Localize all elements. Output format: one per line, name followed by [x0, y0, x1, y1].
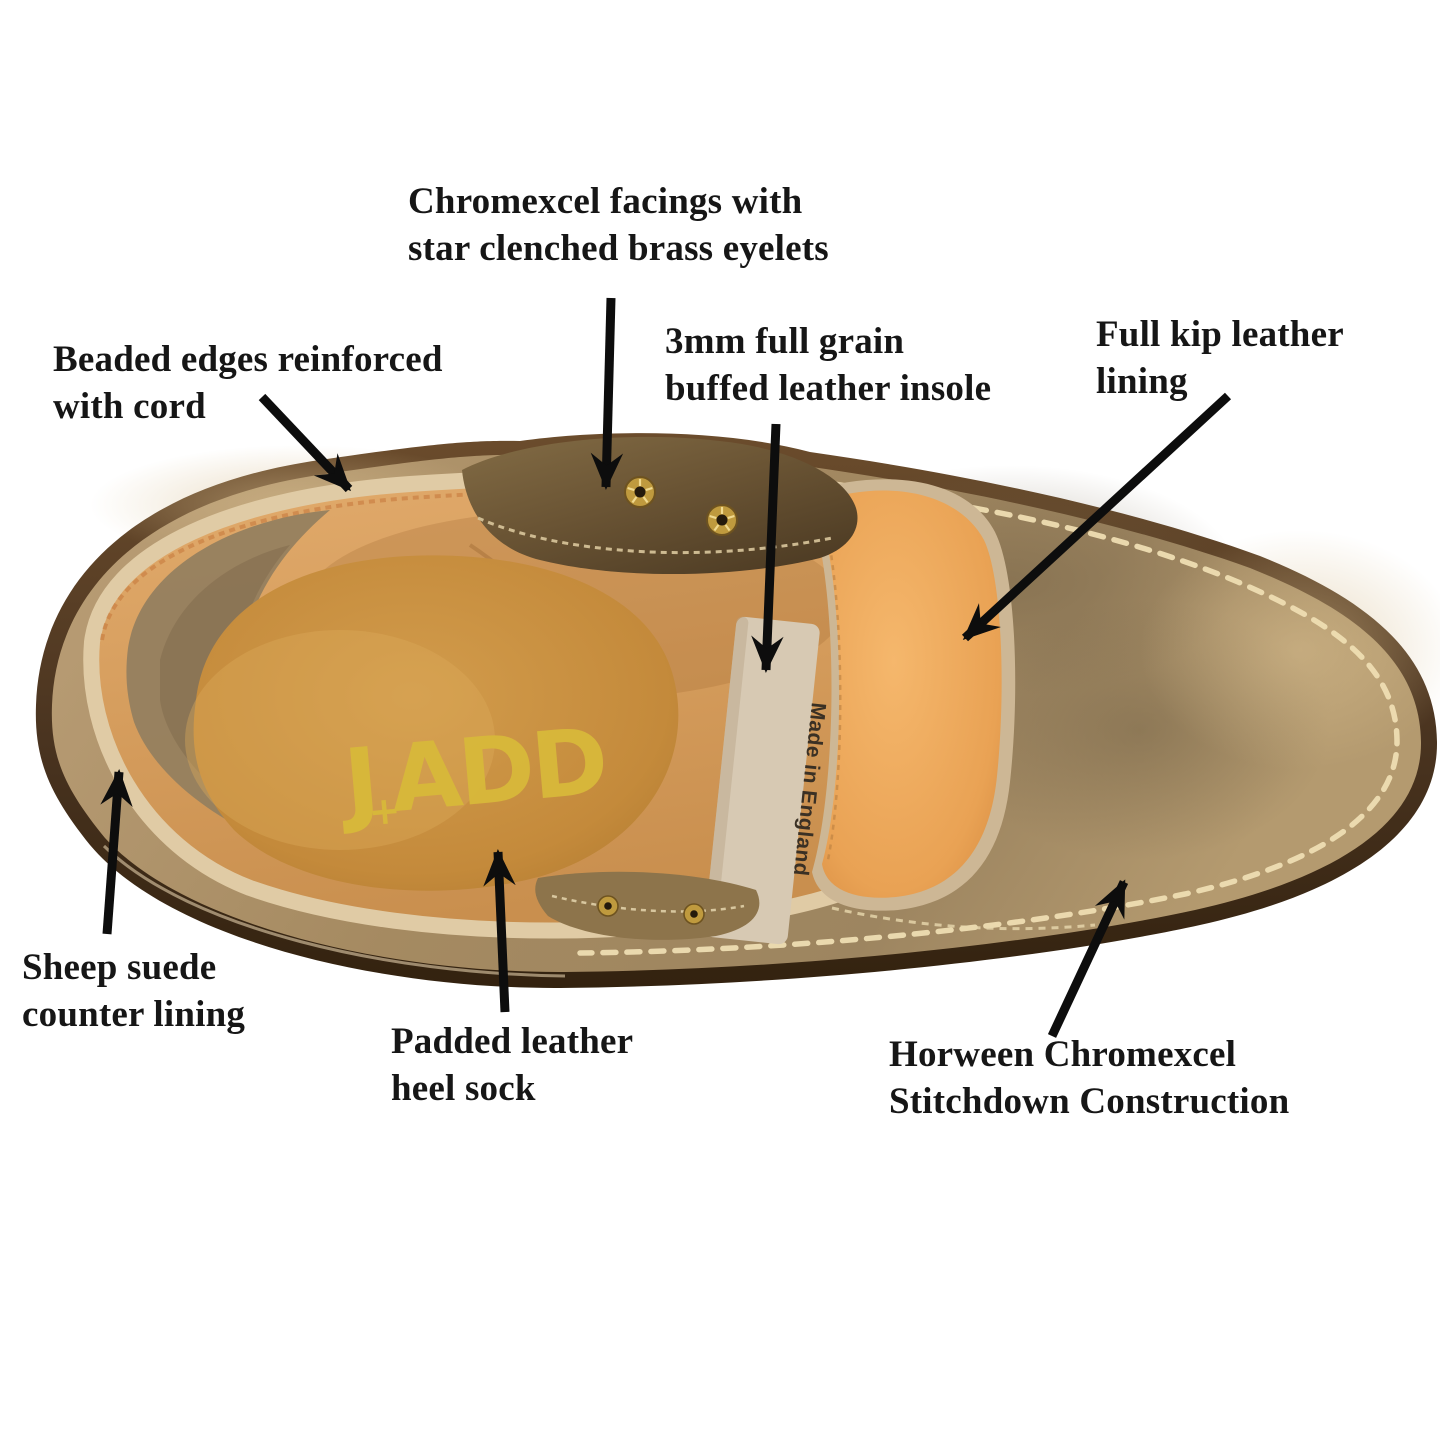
- brass-eyelet: [706, 504, 738, 536]
- brass-eyelet: [624, 476, 656, 508]
- made-in-strip: [703, 616, 820, 945]
- annotation-beaded-edges: Beaded edges reinforced with cord: [53, 336, 443, 430]
- annotation-line: Sheep suede: [22, 947, 217, 988]
- bottom-facing: [535, 871, 760, 940]
- annotation-arrows: [100, 297, 1232, 1038]
- annotation-line: buffed leather insole: [665, 368, 992, 409]
- kip-pad: [816, 490, 1002, 898]
- annotation-heel-sock: Padded leather heel sock: [391, 1018, 633, 1112]
- annotation-line: with cord: [53, 386, 206, 427]
- arrow-beaded-edges: [258, 393, 353, 493]
- jadd-logo: J+ADD: [334, 708, 609, 838]
- annotation-leather-insole: 3mm full grain buffed leather insole: [665, 318, 991, 412]
- welt-stitching: [577, 465, 1400, 956]
- arrow-stitchdown: [1047, 879, 1129, 1038]
- logo-add: ADD: [386, 708, 609, 833]
- annotation-line: star clenched brass eyelets: [408, 228, 829, 269]
- annotation-sheep-suede: Sheep suede counter lining: [22, 944, 245, 1038]
- annotation-line: Chromexcel facings with: [408, 181, 803, 222]
- pad-edge-stitch: [822, 515, 842, 861]
- bottom-facing-stitch: [551, 894, 745, 913]
- annotation-line: 3mm full grain: [665, 321, 905, 362]
- sole-highlight: [102, 844, 566, 978]
- annotation-kip-lining: Full kip leather lining: [1096, 311, 1344, 405]
- annotation-line: heel sock: [391, 1068, 536, 1109]
- annotation-line: Full kip leather: [1096, 314, 1344, 355]
- logo-plus: +: [367, 788, 400, 834]
- annotation-line: Beaded edges reinforced: [53, 339, 443, 380]
- insole: [193, 555, 679, 891]
- brass-eyelet: [597, 895, 619, 917]
- arrow-sheep-suede: [100, 769, 133, 935]
- facing-stitch: [477, 516, 833, 555]
- annotation-chromexcel-facings: Chromexcel facings with star clenched br…: [408, 178, 829, 272]
- vamp-seam: [831, 906, 1096, 931]
- annotation-stitchdown: Horween Chromexcel Stitchdown Constructi…: [889, 1031, 1289, 1125]
- annotation-line: counter lining: [22, 994, 246, 1035]
- annotation-line: lining: [1096, 361, 1188, 402]
- arrow-leather-insole: [751, 423, 784, 673]
- annotation-line: Stitchdown Construction: [889, 1081, 1290, 1122]
- annotation-line: Padded leather: [391, 1021, 634, 1062]
- arrow-heel-sock: [483, 849, 516, 1013]
- shoe-photo: J+ADD Made in England: [35, 433, 1440, 989]
- arrow-chromexcel-facings: [590, 297, 624, 490]
- leather-light-patch: [1140, 530, 1440, 770]
- brass-eyelet: [683, 903, 705, 925]
- annotation-line: Horween Chromexcel: [889, 1034, 1237, 1075]
- top-facing: [462, 436, 858, 575]
- heel-sock-sheen: [185, 630, 495, 850]
- arrow-kip-lining: [961, 392, 1232, 642]
